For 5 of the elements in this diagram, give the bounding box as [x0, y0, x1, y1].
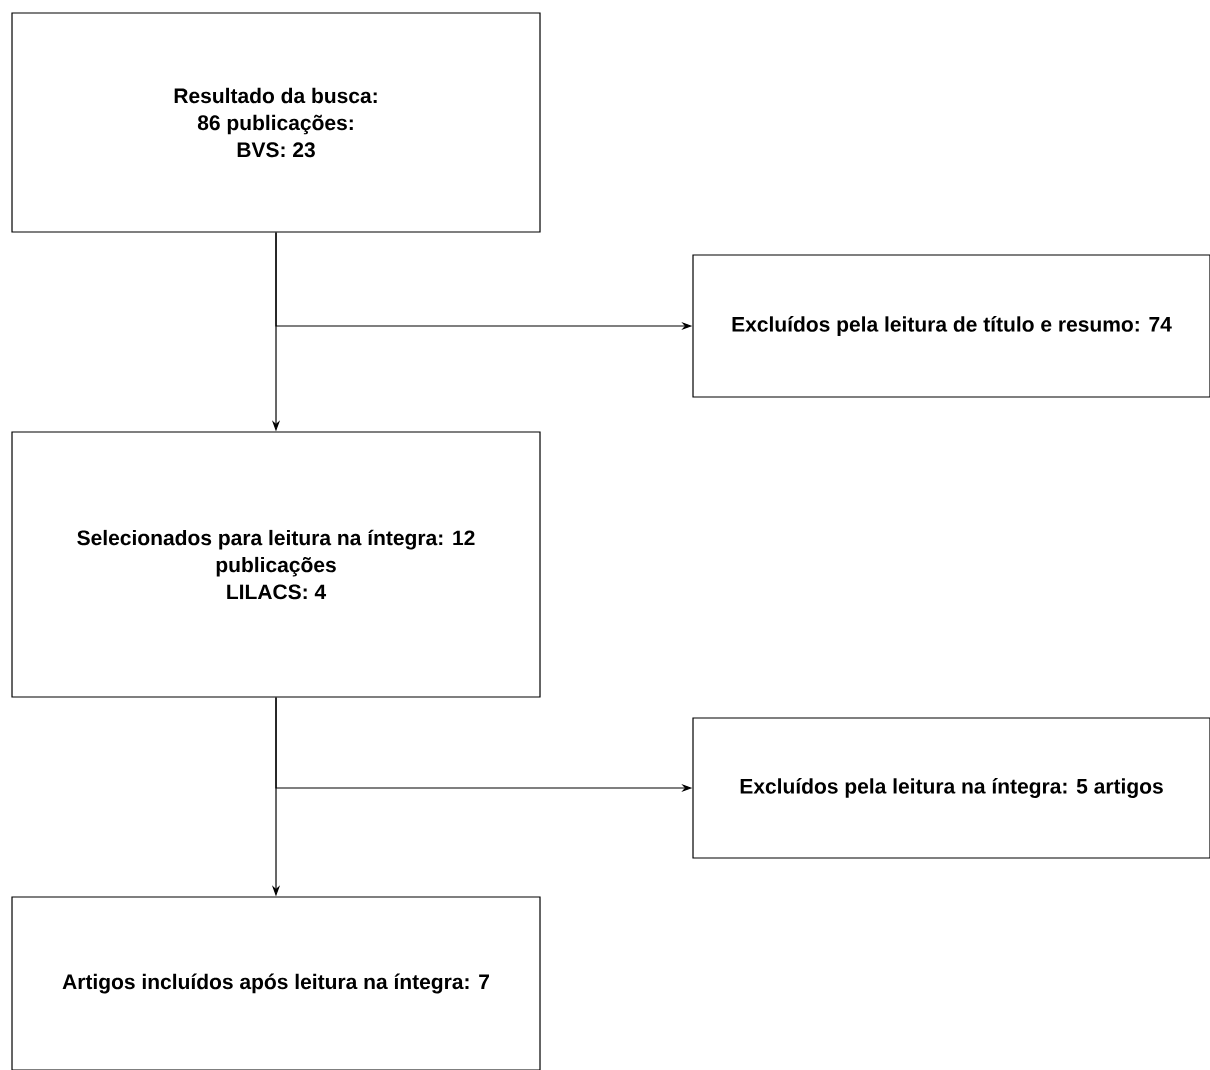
process-box: Excluídos pela leitura de título e resumo: 74	[692, 254, 1210, 398]
process-box: Resultado da busca: 86 publicações: BVS: 23	[11, 12, 541, 233]
process-box: Excluídos pela leitura na íntegra: 5 artigos	[692, 717, 1210, 859]
process-box: Artigos incluídos após leitura na íntegra: 7	[11, 896, 541, 1070]
process-box: Selecionados para leitura na íntegra: 12 publicações LILACS: 4	[11, 431, 541, 698]
